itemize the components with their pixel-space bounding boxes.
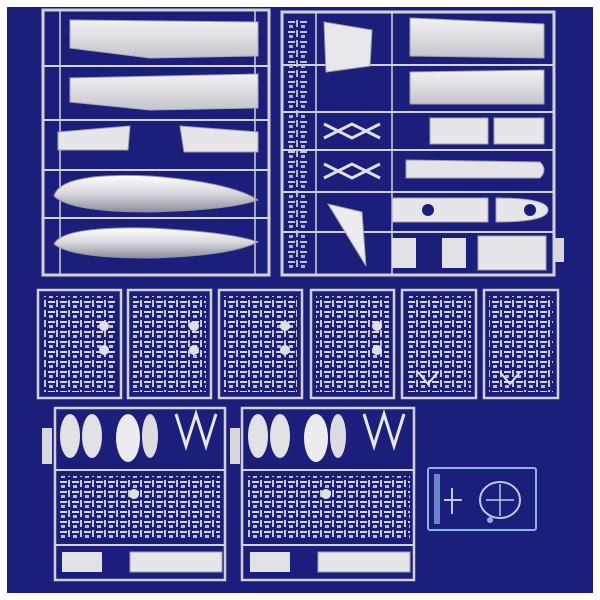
- sprue-small-3: [217, 288, 304, 400]
- sprue-small-4: [309, 288, 396, 400]
- sprue-small-2: [126, 288, 213, 400]
- sprue-wing-fuselage: [41, 8, 271, 277]
- sprue-props-2: [230, 406, 416, 582]
- sprue-small-5: [400, 288, 478, 400]
- clear-canopy-sprue: [427, 467, 537, 531]
- sprue-wings-tail: [280, 10, 564, 277]
- sprue-small-1: [36, 288, 123, 400]
- sprue-props-1: [42, 406, 227, 582]
- sprue-small-6: [482, 288, 560, 400]
